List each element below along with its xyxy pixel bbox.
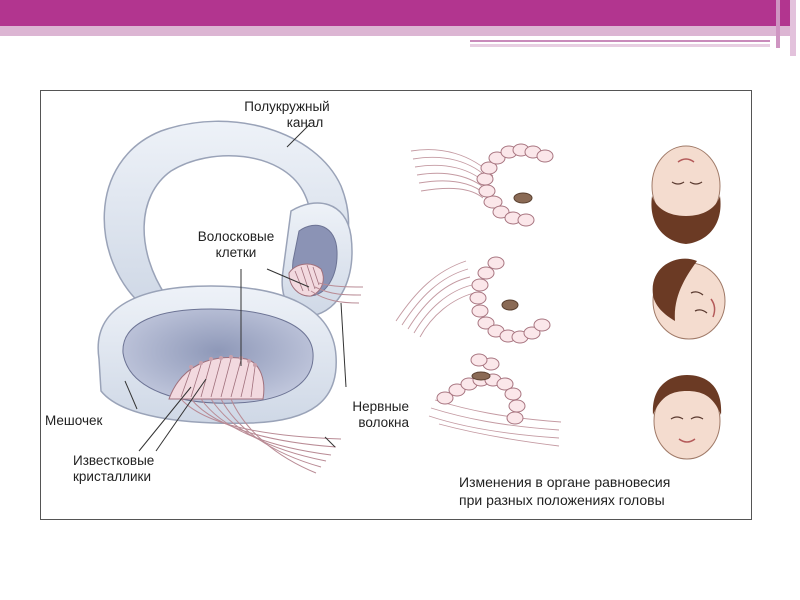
receptor-arc-1 <box>411 144 553 226</box>
figure-caption-line1: Изменения в органе равновесия <box>459 473 670 491</box>
head-tilted <box>653 259 725 339</box>
label-nerve-fibers: Нервные волокна <box>291 399 409 431</box>
head-upright <box>653 375 721 459</box>
label-hair-cells: Волосковые клетки <box>161 229 311 261</box>
label-hair-cells-line1: Волосковые <box>161 229 311 245</box>
label-hair-cells-line2: клетки <box>161 245 311 261</box>
deco-stripe-4 <box>776 0 780 48</box>
label-calcareous-crystals-line1: Известковые <box>73 453 154 469</box>
label-nerve-fibers-line2: волокна <box>291 415 409 431</box>
deco-stripe-1 <box>470 40 770 42</box>
label-calcareous-crystals-line2: кристаллики <box>73 469 154 485</box>
label-semicircular-canal: Полукружный канал <box>217 99 357 131</box>
title-band-shadow <box>0 26 790 36</box>
diagram-frame: Полукружный канал Волосковые клетки Мешо… <box>40 90 752 520</box>
title-band <box>0 0 790 26</box>
label-semicircular-canal-line2: канал <box>217 115 357 131</box>
receptor-arc-3 <box>429 354 561 446</box>
deco-stripe-2 <box>470 44 770 47</box>
label-calcareous-crystals: Известковые кристаллики <box>73 453 154 485</box>
receptor-arc-2 <box>396 257 550 343</box>
label-semicircular-canal-line1: Полукружный <box>217 99 357 115</box>
head-upside-down <box>651 146 720 244</box>
figure-caption: Изменения в органе равновесия при разных… <box>459 473 670 509</box>
label-sac: Мешочек <box>45 413 102 429</box>
deco-stripe-3 <box>790 0 796 56</box>
label-nerve-fibers-line1: Нервные <box>291 399 409 415</box>
figure-caption-line2: при разных положениях головы <box>459 491 670 509</box>
